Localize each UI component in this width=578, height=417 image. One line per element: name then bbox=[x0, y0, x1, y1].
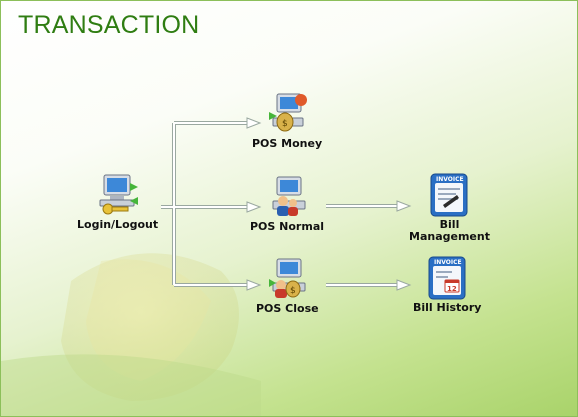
arrowhead-pos-close bbox=[246, 279, 262, 291]
invoice-icon: INVOICE bbox=[430, 173, 468, 217]
pos-money-label: POS Money bbox=[252, 137, 323, 150]
page-title: TRANSACTION bbox=[18, 11, 200, 39]
pos-money-node[interactable]: $ POS Money bbox=[252, 90, 322, 150]
arrowhead-bill-management bbox=[396, 200, 412, 212]
bill-management-label: Bill Management bbox=[409, 219, 490, 243]
login-logout-label: Login/Logout bbox=[77, 218, 159, 231]
calendar-number: 12 bbox=[447, 285, 457, 293]
bill-management-node[interactable]: INVOICE Bill Management bbox=[409, 171, 490, 243]
login-logout-node[interactable]: Login/Logout bbox=[77, 171, 158, 231]
invoice-calendar-icon: INVOICE 12 bbox=[428, 256, 466, 300]
arrowhead-bill-history bbox=[396, 279, 412, 291]
invoice-icon-text: INVOICE bbox=[436, 176, 464, 183]
pos-close-label: POS Close bbox=[256, 302, 319, 315]
svg-text:$: $ bbox=[282, 119, 288, 129]
arrowhead-pos-money bbox=[246, 117, 262, 129]
bill-history-label: Bill History bbox=[413, 301, 482, 314]
invoice-calendar-icon-text: INVOICE bbox=[434, 259, 462, 266]
pos-close-node[interactable]: $ POS Close bbox=[256, 255, 319, 315]
computer-key-icon bbox=[99, 174, 138, 215]
bill-history-node[interactable]: INVOICE 12 Bill History bbox=[413, 254, 481, 314]
bill-management-label-line2: Management bbox=[409, 230, 490, 243]
svg-text:$: $ bbox=[290, 286, 296, 296]
pos-normal-label: POS Normal bbox=[250, 220, 325, 233]
pos-money-icon: $ bbox=[269, 93, 308, 132]
arrowhead-pos-normal bbox=[246, 201, 262, 213]
pos-normal-node[interactable]: POS Normal bbox=[250, 173, 324, 233]
pos-close-icon: $ bbox=[269, 258, 306, 298]
bill-management-label-line1: Bill bbox=[439, 218, 460, 231]
pos-normal-icon bbox=[272, 176, 306, 216]
